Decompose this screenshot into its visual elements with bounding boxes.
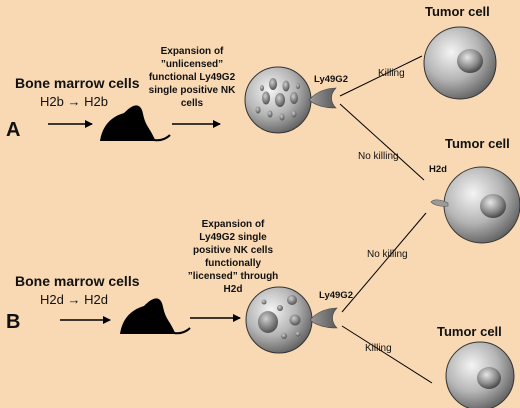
panel-b-killing-branch: [341, 325, 433, 384]
ly49g2-receptor: [308, 87, 337, 109]
top-tumor-cell-title: Tumor cell: [425, 4, 490, 19]
tumor-nucleus: [477, 367, 501, 389]
panel-b-source-title: Bone marrow cells: [15, 273, 140, 289]
panel-a-expansion-text: Expansion of ”unlicensed” functional Ly4…: [149, 46, 236, 109]
panel-b-no-killing-label: No killing: [367, 249, 408, 260]
mouse-icon: [120, 298, 191, 335]
panel-a-expansion-line: cells: [181, 98, 204, 109]
panel-b-expansion-line: ”licensed” through: [188, 271, 279, 282]
panel-a-transfer-label: H2b → H2b: [40, 94, 108, 109]
panel-a-expansion-line: ”unlicensed”: [161, 59, 223, 70]
panel-a-killing-branch: [339, 55, 423, 97]
panel-b-no-killing-branch: [341, 212, 427, 313]
panel-b-expansion-text: Expansion of Ly49G2 single positive NK c…: [188, 219, 279, 295]
middle-tumor-cell: [430, 166, 520, 244]
panel-b-expansion-line: H2d: [224, 284, 243, 295]
panel-b-receptor-label: Ly49G2: [319, 290, 353, 301]
panel-a-receptor-label: Ly49G2: [314, 74, 348, 85]
panel-a-source-title: Bone marrow cells: [15, 75, 140, 91]
panel-b-nk-cell: [245, 286, 338, 354]
panel-a-expansion-line: single positive NK: [149, 85, 236, 96]
panel-b-expansion-line: Expansion of: [202, 219, 265, 230]
panel-a-expansion-line: functional Ly49G2: [149, 72, 236, 83]
panel-a-letter: A: [6, 119, 20, 141]
panel-a-no-killing-branch: [339, 103, 425, 181]
panel-b-transfer-label: H2d → H2d: [40, 292, 108, 307]
h2d-ligand-label: H2d: [429, 164, 447, 175]
top-tumor-cell: [423, 26, 497, 100]
panel-b-expansion-line: functionally: [205, 258, 262, 269]
h2d-ligand: [430, 199, 449, 207]
panel-b-killing-label: Killing: [365, 343, 392, 354]
panel-b-expansion-line: positive NK cells: [193, 245, 273, 256]
panel-a-no-killing-label: No killing: [358, 151, 399, 162]
nk-cell-granules: [255, 78, 300, 121]
mouse-icon: [100, 105, 171, 142]
tumor-nucleus: [457, 49, 483, 73]
nk-cell-granules: [258, 295, 301, 339]
panel-b-expansion-line: Ly49G2 single: [199, 232, 267, 243]
panel-a-nk-cell: [244, 66, 337, 134]
panel-b-letter: B: [6, 311, 20, 333]
ly49g2-receptor: [309, 307, 338, 329]
middle-tumor-cell-title: Tumor cell: [445, 136, 510, 151]
tumor-nucleus: [480, 194, 506, 218]
panel-a-expansion-line: Expansion of: [161, 46, 224, 57]
panel-a-killing-label: Killing: [378, 68, 405, 79]
bottom-tumor-cell-title: Tumor cell: [437, 324, 502, 339]
bottom-tumor-cell: [445, 341, 515, 408]
